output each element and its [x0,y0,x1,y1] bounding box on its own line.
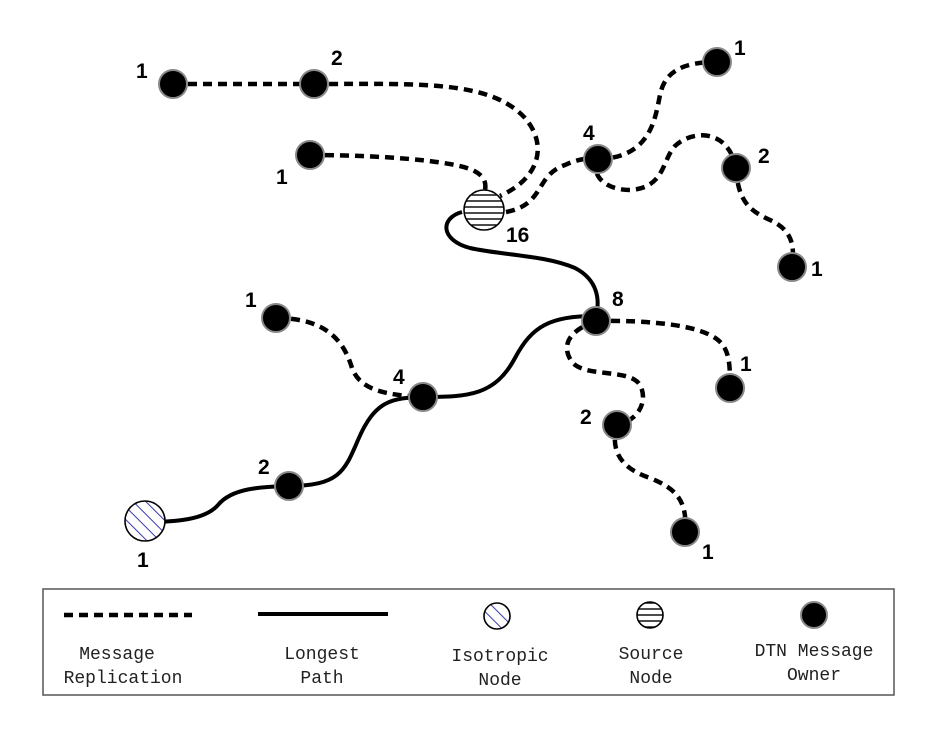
legend-source-line1: Source [619,645,684,665]
edge-r2-rr1 [733,167,796,268]
node-bb1 [670,517,700,547]
legend-box [42,588,895,696]
node-r2 [721,153,751,183]
node-h8 [581,306,611,336]
label-tr1: 1 [734,37,746,60]
label-tl1: 1 [136,60,148,83]
edge-source-c4 [505,156,599,215]
source-node-outline [463,189,505,231]
legend-source-icon-outline [636,601,664,629]
legend-isotropic-line1: Isotropic [451,647,548,667]
label-r2: 2 [758,145,770,168]
owner-nodes [158,47,807,547]
label-source: 16 [506,224,529,247]
label-s2: 2 [580,406,592,429]
node-tr1 [702,47,732,77]
legend-isotropic-icon-outline [483,602,511,630]
isotropic-node-outline [124,500,166,542]
label-l1: 1 [245,289,257,312]
legend-source-line2: Node [629,669,672,689]
legend-isotropic-line2: Node [478,671,521,691]
label-rr1: 1 [811,258,823,281]
node-mid4 [408,382,438,412]
legend-longest-line2: Path [300,669,343,689]
node-c4 [583,144,613,174]
label-bb1: 1 [702,541,714,564]
label-mid4: 4 [393,366,405,389]
node-tl1 [158,69,188,99]
legend-owner-line2: Owner [787,666,841,686]
label-h8: 8 [612,288,624,311]
edge-tl2-source [313,81,540,199]
label-b2: 2 [258,456,270,479]
edge-ml1-source [309,152,488,191]
isotropic-node-fill [125,501,165,541]
node-b2 [274,471,304,501]
node-tl2 [299,69,329,99]
node-l1 [261,303,291,333]
label-r1: 1 [740,353,752,376]
legend-owner-line1: DTN Message [755,642,874,662]
legend-owner-icon [800,601,828,629]
node-rr1 [777,252,807,282]
legend-isotropic-icon [484,603,510,629]
edge-h8-s2 [564,318,646,428]
edge-h8-r1 [595,318,733,389]
longest-path [145,210,600,524]
legend-source-icon [637,602,663,628]
replication-edges [173,59,796,533]
edge-l1-mid4 [275,315,424,400]
label-ml1: 1 [276,166,288,189]
longest-path-line [145,210,600,524]
edge-c4-tr1 [597,59,718,162]
node-r1 [715,373,745,403]
legend-replication-line1: Message [79,645,155,665]
label-iso: 1 [137,549,149,572]
legend-replication-line2: Replication [64,669,183,689]
node-ml1 [295,140,325,170]
node-labels: 1 2 1 16 4 1 2 1 1 8 1 4 2 2 1 1 [136,37,823,572]
legend: Message Replication Longest Path Isotrop… [42,588,895,696]
label-c4: 4 [583,122,595,145]
edge-c4-r2 [593,133,739,193]
edge-s2-bb1 [612,424,688,533]
legend-longest-line1: Longest [284,645,360,665]
label-tl2: 2 [331,47,343,70]
source-node [463,189,505,231]
source-node-fill [464,190,504,230]
node-s2 [602,410,632,440]
isotropic-node [124,500,166,542]
